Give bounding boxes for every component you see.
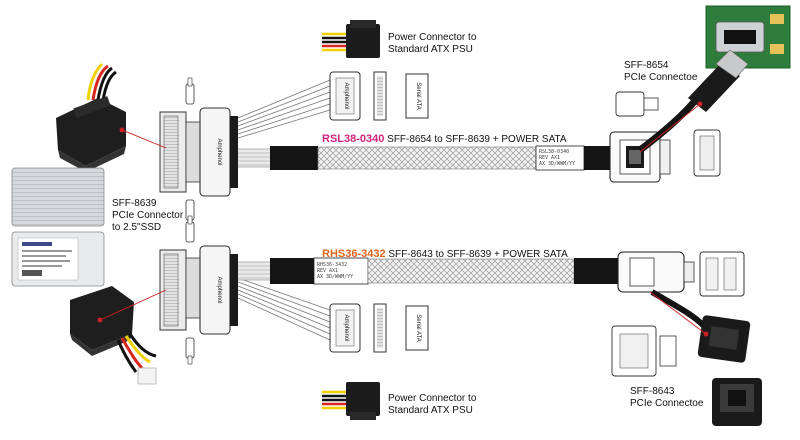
bottom-jacket-print-line1: RHS36-3432 (317, 262, 348, 268)
top-left-plug-photo (56, 62, 126, 172)
top-cable: Amphenol Amphenol Serial ATA (159, 20, 721, 227)
bottom-power-wires (237, 277, 331, 341)
power-label-top-line1: Power Connector to (388, 32, 477, 43)
top-power-wires (237, 79, 331, 139)
ssd-photo (11, 167, 105, 287)
bottom-cable-black-band-right (574, 258, 618, 284)
top-cable-title: RSL38-0340 SFF-8654 to SFF-8639 + POWER … (322, 133, 567, 146)
callout-lines (97, 101, 709, 337)
bottom-cable-model: RHS36-3432 (322, 248, 386, 260)
bottom-power-connector-views: Amphenol Serial ATA (329, 303, 429, 353)
top-sff8639-connector: Amphenol (159, 77, 238, 227)
top-cable-black-band-right (584, 146, 610, 170)
bottom-jacket-print-line3: AX 3D/WWM/YY (317, 274, 354, 280)
top-jacket-print-line1: RSL38-0340 (539, 149, 570, 155)
power-label-top: Power Connector to Standard ATX PSU (388, 32, 476, 56)
sff8643-label-line1: SFF-8643 (630, 386, 675, 397)
sff8643-label-line2: PCIe Connectoe (630, 398, 704, 409)
top-jacket-print-line2: REV AX1 (539, 155, 561, 161)
top-power-connector-views: Amphenol Serial ATA (329, 71, 429, 121)
sff8643-plug-photo (650, 289, 762, 426)
bottom-jacket-print-line2: REV AX1 (317, 268, 339, 274)
sff8639-label-line1: SFF-8639 (112, 198, 157, 209)
top-cable-description: SFF-8654 to SFF-8639 + POWER SATA (387, 134, 567, 145)
sff8654-label: SFF-8654 PCIe Connectoe (624, 60, 697, 84)
bottom-sata-power-plug (322, 382, 380, 420)
bottom-cable-black-band-left (270, 258, 314, 284)
top-jacket-print-line3: AX 3D/WWM/YY (539, 161, 576, 167)
sff8639-label-line2: PCIe Connector (112, 210, 184, 221)
sff8654-label-line1: SFF-8654 (624, 60, 669, 71)
bottom-cable-title: RHS36-3432 SFF-8643 to SFF-8639 + POWER … (322, 248, 568, 261)
top-serial-ata-text: Serial ATA (415, 82, 421, 109)
bottom-power-amphenol-text: Amphenol (343, 314, 349, 341)
pcb-photo (705, 5, 791, 69)
top-sata-power-plug (322, 20, 380, 58)
bottom-sff8639-connector: Amphenol (159, 215, 238, 365)
power-label-top-line2: Standard ATX PSU (388, 44, 473, 55)
sff8654-plug-photo (637, 49, 749, 153)
sff8639-label: SFF-8639 PCIe Connector to 2.5"SSD (112, 198, 183, 234)
top-cable-jacket (535, 145, 585, 171)
top-cable-black-band-left (270, 146, 318, 170)
bottom-cable-description: SFF-8643 to SFF-8639 + POWER SATA (388, 249, 568, 260)
bottom-left-plug-photo (70, 286, 157, 385)
sff8643-label: SFF-8643 PCIe Connectoe (630, 386, 703, 410)
top-sff8654-connector (609, 91, 721, 183)
bottom-serial-ata-text: Serial ATA (415, 314, 421, 341)
top-power-amphenol-text: Amphenol (343, 82, 349, 109)
top-cable-model: RSL38-0340 (322, 133, 385, 145)
power-label-bottom-line1: Power Connector to (388, 393, 477, 404)
sff8639-label-line3: to 2.5"SSD (112, 222, 162, 233)
power-label-bottom-line2: Standard ATX PSU (388, 405, 473, 416)
bottom-cable-braid (367, 258, 575, 284)
top-jacket-print: RSL38-0340 REV AX1 AX 3D/WWM/YY (539, 149, 575, 167)
bottom-amphenol-text: Amphenol (216, 276, 222, 303)
bottom-sff8643-connector (611, 251, 745, 377)
top-amphenol-text: Amphenol (216, 138, 222, 165)
top-cable-braid (317, 146, 537, 170)
bottom-jacket-print: RHS36-3432 REV AX1 AX 3D/WWM/YY (317, 262, 353, 280)
power-label-bottom: Power Connector to Standard ATX PSU (388, 393, 476, 417)
bottom-cable: Amphenol Amphenol Serial ATA (159, 215, 745, 420)
sff8654-label-line2: PCIe Connectoe (624, 72, 698, 83)
